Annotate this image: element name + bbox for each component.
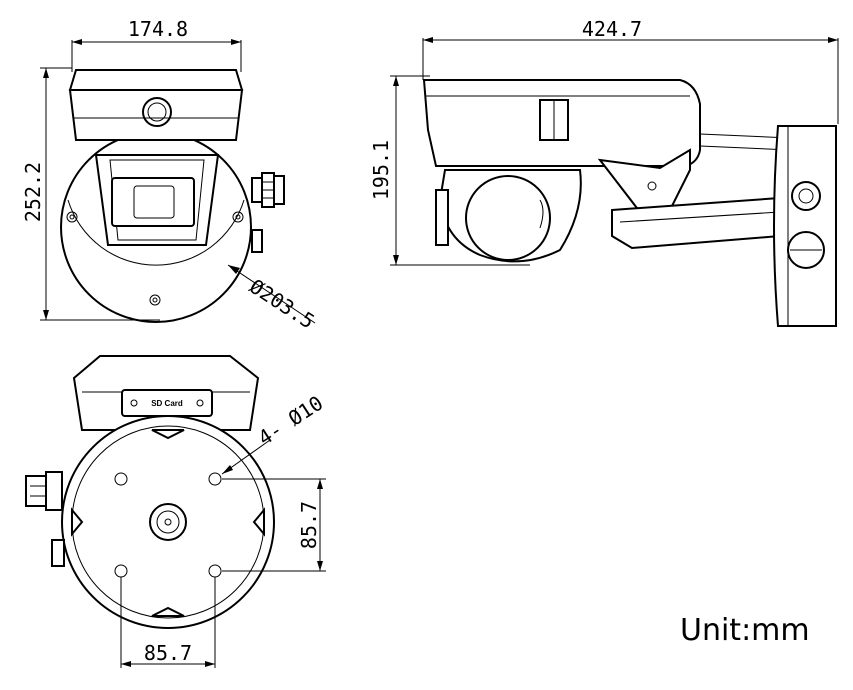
front-screw-bottom (149, 294, 161, 306)
front-screw-right (232, 211, 244, 223)
side-view: 424.7 195.1 (369, 17, 839, 327)
front-width-label: 174.8 (128, 17, 188, 41)
bottom-view: SD Card 4- Ø10 85.7 (25, 355, 328, 668)
center-connector (149, 503, 187, 541)
side-gland (791, 181, 821, 211)
hole-spec-label: 4- Ø10 (254, 391, 328, 450)
side-wall-plate (773, 125, 837, 327)
dome-diameter-leader (227, 264, 316, 324)
front-screw-left (66, 211, 78, 223)
dome-diameter-label: Ø203.5 (245, 274, 319, 333)
side-length-label: 424.7 (582, 17, 642, 41)
mount-hole-top-right (208, 472, 222, 486)
hole-spacing-vertical-label: 85.7 (297, 501, 321, 549)
front-view: 174.8 252.2 (21, 17, 319, 334)
front-sensor (142, 97, 172, 127)
hole-spacing-horizontal-label: 85.7 (144, 641, 192, 665)
side-height-label: 195.1 (369, 140, 393, 200)
front-height-label: 252.2 (21, 162, 45, 222)
front-lens-window (111, 177, 195, 227)
bottom-base-outline (61, 415, 275, 629)
side-dome (438, 169, 582, 263)
mount-hole-top-left (114, 472, 128, 486)
sd-card-label: SD Card (151, 399, 183, 408)
unit-label: Unit:mm (680, 613, 810, 648)
